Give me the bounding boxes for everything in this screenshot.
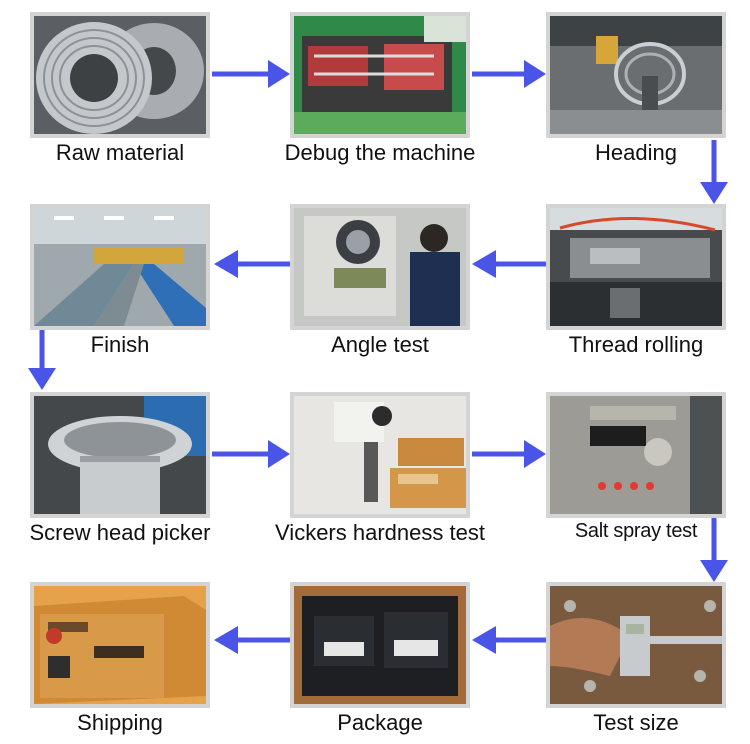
salt-spray-chamber-photo — [546, 392, 726, 518]
arrow-left — [214, 250, 290, 278]
step-heading: Heading — [546, 12, 726, 165]
thread-rolling-photo — [546, 204, 726, 330]
step-test-size: Test size — [546, 582, 726, 735]
step-debug-machine: Debug the machine — [285, 12, 475, 165]
plating-line-photo — [30, 204, 210, 330]
step-screw-head-picker: Screw head picker — [30, 392, 210, 545]
step-label: Salt spray test — [574, 520, 698, 542]
vibratory-feeder-photo — [30, 392, 210, 518]
angle-test-photo — [290, 204, 470, 330]
step-raw-material: Raw material — [30, 12, 210, 165]
step-label: Package — [337, 710, 423, 735]
arrow-right — [212, 440, 290, 468]
package-bags-photo — [290, 582, 470, 708]
step-label: Screw head picker — [29, 520, 211, 545]
step-label: Finish — [90, 332, 150, 357]
arrow-left — [472, 250, 546, 278]
hardness-tester-photo — [290, 392, 470, 518]
step-angle-test: Angle test — [290, 204, 470, 357]
step-salt-spray-test: Salt spray test — [546, 392, 726, 542]
arrow-right — [472, 440, 546, 468]
step-label: Shipping — [77, 710, 163, 735]
arrow-left — [214, 626, 290, 654]
arrow-right — [472, 60, 546, 88]
step-label: Heading — [595, 140, 677, 165]
step-label: Vickers hardness test — [275, 520, 485, 545]
wire-coil-photo — [30, 12, 210, 138]
step-label: Raw material — [55, 140, 185, 165]
caliper-photo — [546, 582, 726, 708]
step-vickers-hardness-test: Vickers hardness test — [275, 392, 485, 545]
step-label: Test size — [593, 710, 679, 735]
step-thread-rolling: Thread rolling — [546, 204, 726, 357]
step-label: Debug the machine — [284, 140, 476, 165]
heading-machine-photo — [546, 12, 726, 138]
arrow-down — [700, 140, 728, 204]
step-package: Package — [290, 582, 470, 735]
step-shipping: Shipping — [30, 582, 210, 735]
arrow-left — [472, 626, 546, 654]
step-finish: Finish — [30, 204, 210, 357]
arrow-right — [212, 60, 290, 88]
step-label: Thread rolling — [568, 332, 704, 357]
arrow-down — [28, 330, 56, 390]
step-label: Angle test — [331, 332, 429, 357]
machine-photo — [290, 12, 470, 138]
carton-box-photo — [30, 582, 210, 708]
arrow-down — [700, 510, 728, 582]
